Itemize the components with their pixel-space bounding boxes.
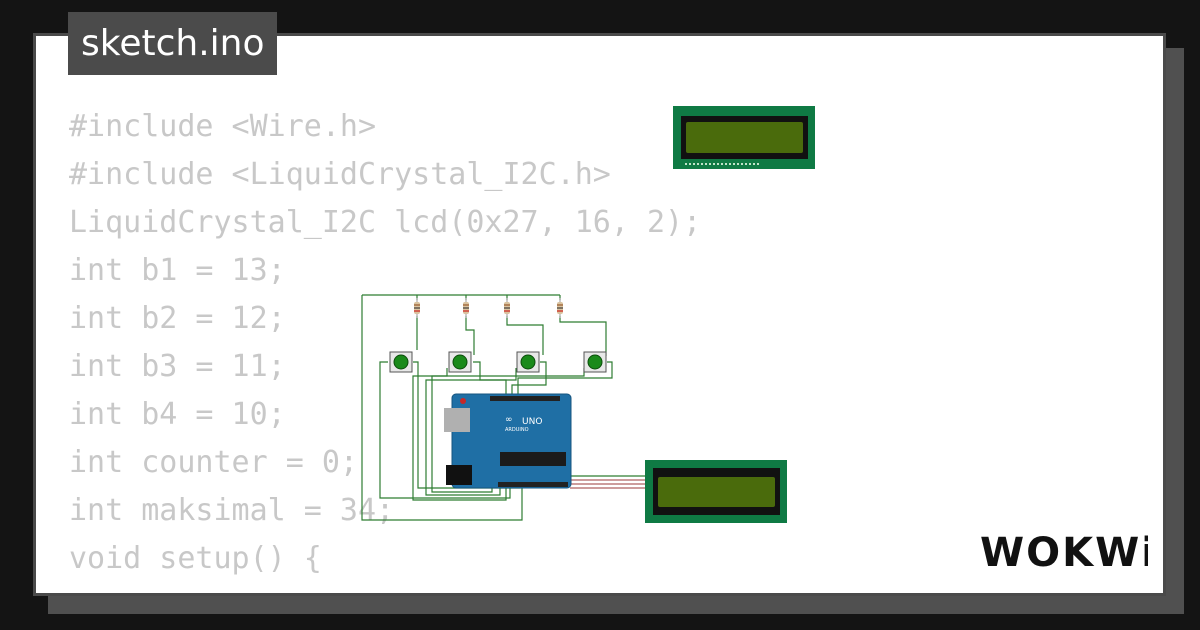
code-line: #include <LiquidCrystal_I2C.h> [69, 157, 611, 192]
push-button[interactable] [516, 351, 540, 373]
lcd-display-bottom [645, 460, 787, 523]
code-line: int b4 = 10; [69, 397, 286, 432]
code-preview: #include <Wire.h> #include <LiquidCrystal… [69, 103, 701, 583]
file-tab: sketch.ino [68, 12, 278, 75]
wokwi-logo: WOKWi [980, 530, 1148, 574]
resistor [504, 298, 510, 318]
code-line: int b2 = 12; [69, 301, 286, 336]
wiring [361, 294, 652, 521]
push-button[interactable] [448, 351, 472, 373]
svg-text:WOKWi: WOKWi [980, 530, 1148, 574]
code-line: int maksimal = 34; [69, 493, 395, 528]
resistor [557, 298, 563, 318]
infinity-logo-icon: ∞ [505, 415, 513, 425]
code-line: int b3 = 11; [69, 349, 286, 384]
resistor [463, 298, 469, 318]
board-brand-label: ARDUINO [505, 427, 529, 433]
arduino-uno-board: UNO ARDUINO ∞ [444, 393, 572, 489]
push-button[interactable] [583, 351, 607, 373]
code-line: int counter = 0; [69, 445, 358, 480]
code-line: LiquidCrystal_I2C lcd(0x27, 16, 2); [69, 205, 702, 240]
push-button[interactable] [389, 351, 413, 373]
preview-card: #include <Wire.h> #include <LiquidCrystal… [33, 33, 1166, 596]
resistor [414, 298, 420, 318]
board-model-label: UNO [522, 417, 542, 427]
code-line: #include <Wire.h> [69, 109, 377, 144]
lcd-display-top [673, 106, 815, 169]
code-line: void setup() { [69, 541, 322, 576]
code-line: int b1 = 13; [69, 253, 286, 288]
